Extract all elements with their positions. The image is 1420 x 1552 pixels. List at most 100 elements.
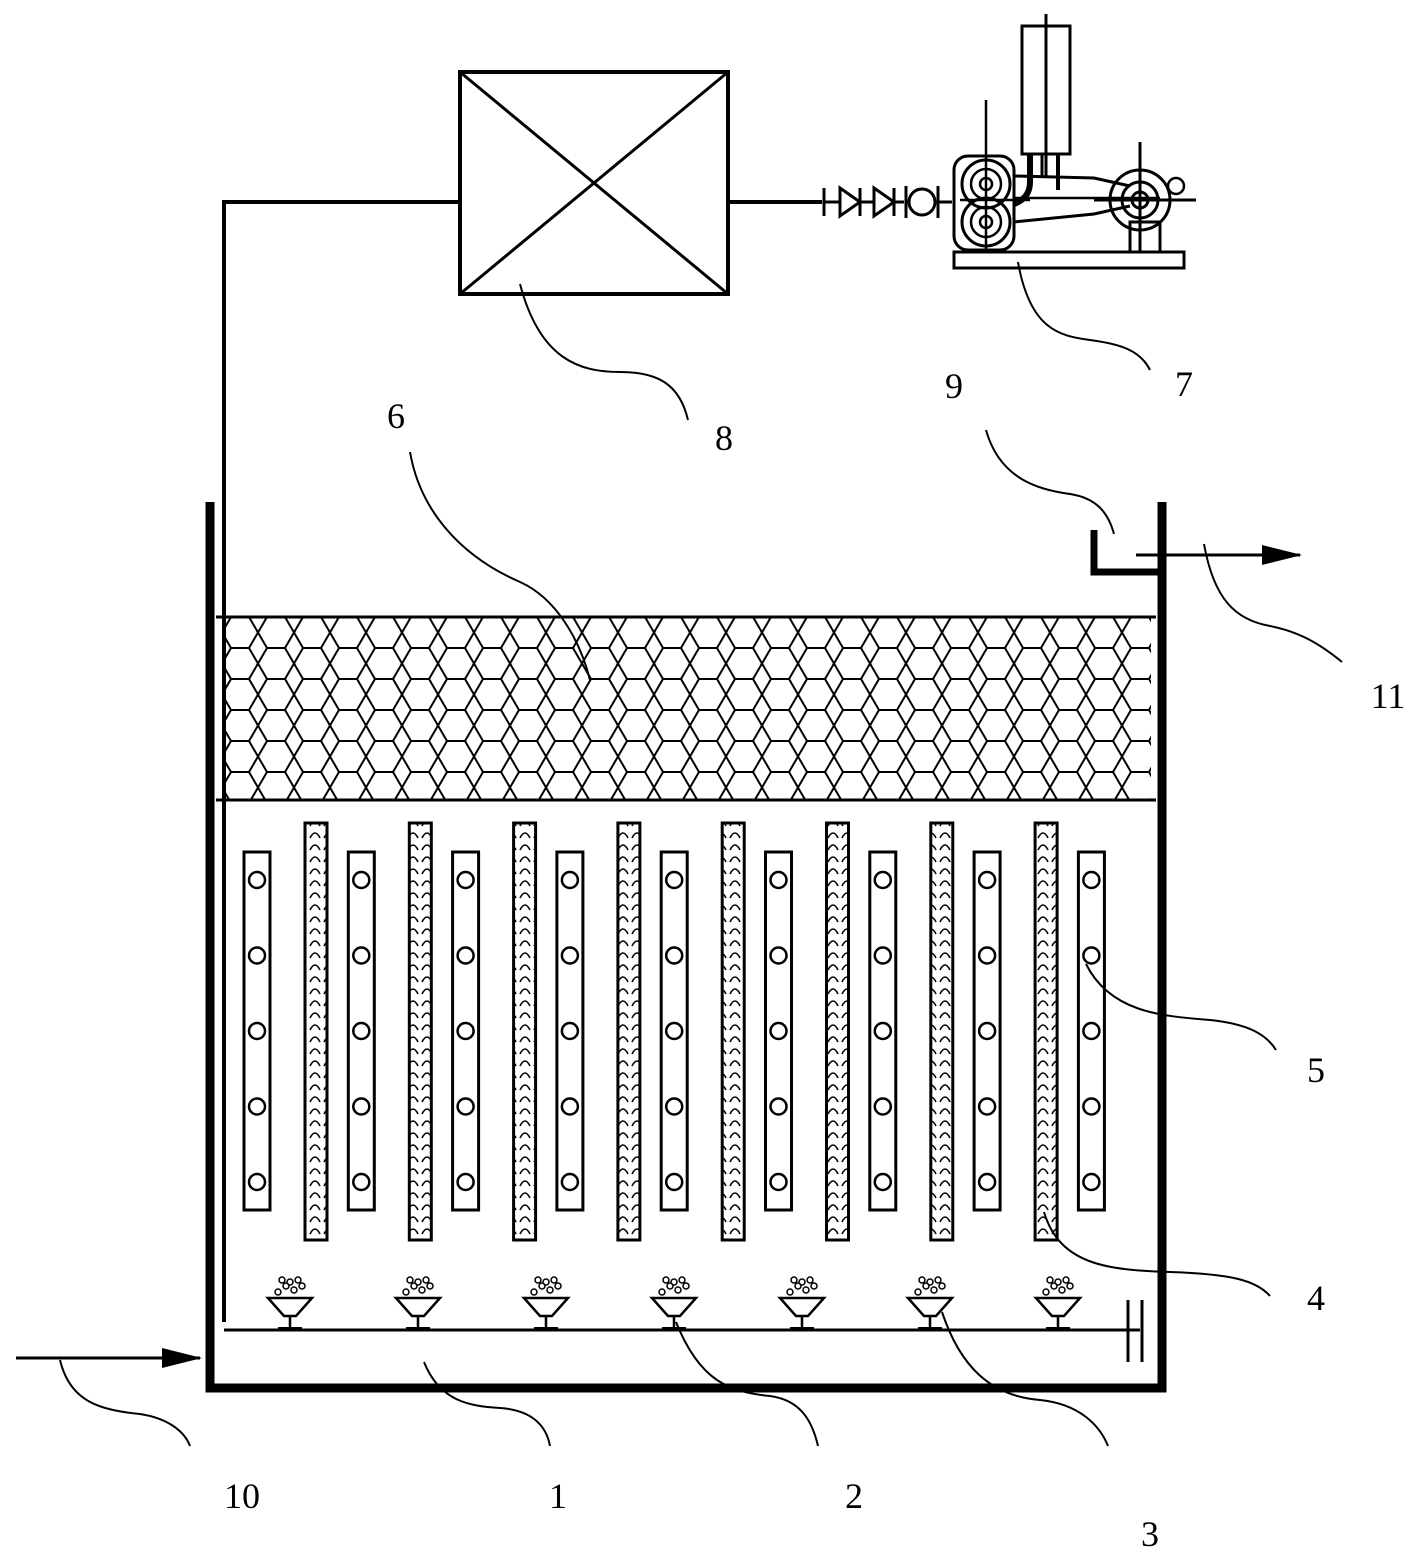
- carrier-ball: [664, 946, 684, 965]
- air-bubble: [670, 1278, 678, 1286]
- ball-carrier-column: [451, 850, 481, 1212]
- air-bubble: [1050, 1282, 1058, 1290]
- aerator-head: [265, 1276, 315, 1330]
- leader-line-11: [1203, 543, 1343, 663]
- air-bubble: [786, 1288, 794, 1296]
- fiber-carrier-column: [303, 821, 329, 1242]
- air-bubble: [678, 1276, 686, 1284]
- leader-line-2: [675, 1321, 819, 1447]
- carrier-ball: [977, 1172, 997, 1192]
- carrier-ball: [769, 1097, 788, 1116]
- air-bubble: [406, 1276, 414, 1284]
- air-bubble: [666, 1282, 674, 1290]
- callout-label-7: 7: [1175, 364, 1193, 404]
- callout-label-8: 8: [715, 418, 733, 458]
- carrier-ball: [873, 1172, 893, 1192]
- air-bubble: [798, 1278, 806, 1286]
- valve-assembly: [822, 185, 952, 219]
- carrier-ball: [977, 946, 997, 965]
- ball-carrier-column: [868, 850, 898, 1212]
- overflow-weir: [1090, 530, 1158, 576]
- fiber-carrier-column: [616, 821, 642, 1242]
- carrier-ball: [977, 870, 997, 890]
- aerator-head: [649, 1276, 699, 1330]
- carrier-ball: [247, 870, 267, 890]
- carrier-ball: [456, 1172, 475, 1192]
- callout-label-2: 2: [845, 1476, 863, 1516]
- air-bubble: [290, 1286, 298, 1294]
- leader-line-10: [59, 1359, 191, 1447]
- air-bubble: [402, 1288, 410, 1296]
- leader-line-8: [519, 283, 689, 421]
- air-bubble: [1062, 1276, 1070, 1284]
- leader-line-3: [941, 1311, 1109, 1447]
- leader-line-9: [985, 429, 1115, 535]
- air-supply-pipe: [222, 200, 822, 1322]
- air-bubble: [658, 1288, 666, 1296]
- ball-carrier-column: [1076, 850, 1106, 1212]
- aerator-head: [1033, 1276, 1083, 1330]
- carrier-ball: [352, 1021, 371, 1041]
- ball-carrier-column: [764, 850, 793, 1212]
- callout-label-10: 10: [224, 1476, 260, 1516]
- carrier-ball: [456, 870, 475, 890]
- aerator-head: [777, 1276, 827, 1330]
- carrier-ball: [664, 870, 684, 890]
- fiber-carrier-column: [1033, 821, 1059, 1242]
- honeycomb-packing: [216, 615, 1156, 802]
- carrier-ball: [247, 946, 267, 965]
- fiber-carrier-column: [825, 821, 850, 1242]
- ball-carrier-group: [242, 850, 1106, 1212]
- carrier-ball: [456, 946, 475, 965]
- air-bubble: [1042, 1288, 1050, 1296]
- callout-label-1: 1: [549, 1476, 567, 1516]
- aerator-head: [521, 1276, 571, 1330]
- air-bubble: [410, 1282, 418, 1290]
- ball-carrier-column: [346, 850, 376, 1212]
- air-bubble: [938, 1282, 946, 1290]
- carrier-ball: [560, 1097, 580, 1116]
- air-bubble: [422, 1276, 430, 1284]
- carrier-ball: [560, 1021, 580, 1041]
- aerator-group: [265, 1276, 1083, 1330]
- air-bubble: [534, 1276, 542, 1284]
- callout-label-3: 3: [1141, 1514, 1159, 1552]
- carrier-ball: [769, 946, 788, 965]
- air-bubble: [286, 1278, 294, 1286]
- air-bubble: [554, 1282, 562, 1290]
- air-bubble: [550, 1276, 558, 1284]
- leader-line-4: [1043, 1211, 1271, 1297]
- carrier-ball: [352, 1172, 371, 1192]
- carrier-ball: [560, 946, 580, 965]
- carrier-ball: [873, 1097, 893, 1116]
- leader-line-6: [409, 451, 591, 681]
- carrier-ball: [456, 1021, 475, 1041]
- air-bubble: [674, 1286, 682, 1294]
- air-bubble: [418, 1286, 426, 1294]
- carrier-ball: [247, 1172, 267, 1192]
- carrier-ball: [1082, 870, 1101, 890]
- ball-carrier-column: [972, 850, 1002, 1212]
- leader-line-1: [423, 1361, 551, 1447]
- carrier-ball: [1082, 946, 1101, 965]
- carrier-ball: [873, 870, 893, 890]
- air-bubble: [918, 1276, 926, 1284]
- air-bubble: [278, 1276, 286, 1284]
- callout-label-11: 11: [1371, 676, 1406, 716]
- carrier-ball: [769, 1172, 788, 1192]
- carrier-ball: [873, 946, 893, 965]
- ball-carrier-column: [242, 850, 272, 1212]
- air-bubble: [810, 1282, 818, 1290]
- air-bubble: [274, 1288, 282, 1296]
- air-bubble: [930, 1286, 938, 1294]
- air-bubble: [294, 1276, 302, 1284]
- air-bubble: [1066, 1282, 1074, 1290]
- filter-box: [458, 70, 730, 296]
- callout-labels: 8 7 9 6 11 5 4 3 2 1 10: [224, 364, 1405, 1552]
- air-bubble: [542, 1278, 550, 1286]
- carrier-ball: [873, 1021, 893, 1041]
- ball-carrier-column: [659, 850, 689, 1212]
- carrier-ball: [1082, 1172, 1101, 1192]
- air-bubble: [298, 1282, 306, 1290]
